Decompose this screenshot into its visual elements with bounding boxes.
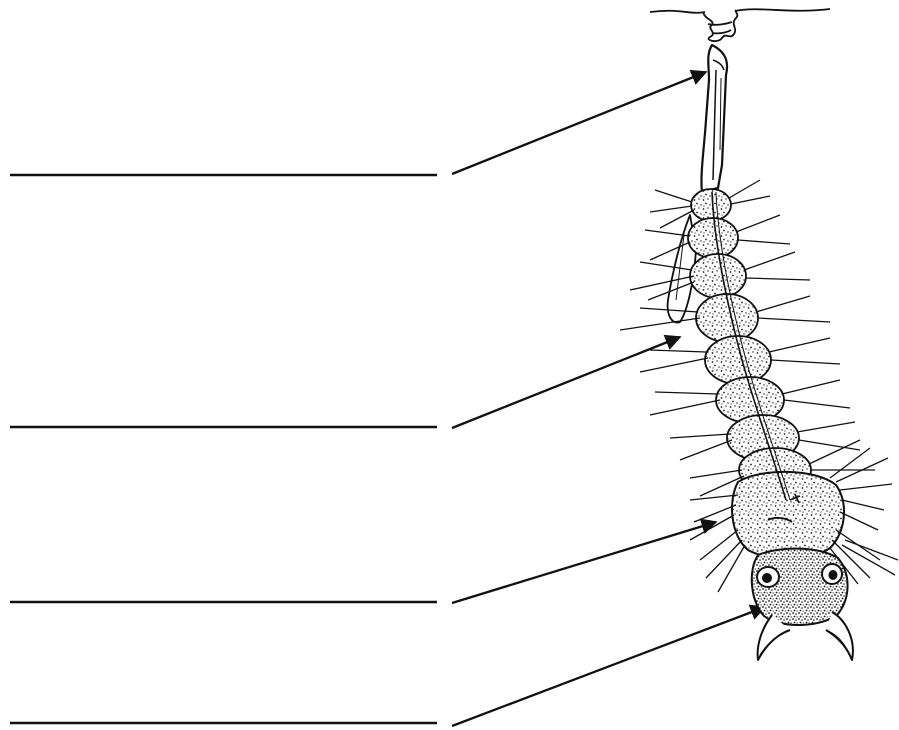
arrow-to-thorax xyxy=(452,522,716,603)
arrow-to-head xyxy=(452,607,765,726)
thorax xyxy=(732,472,844,559)
label-blanks xyxy=(10,175,437,723)
larva-illustration xyxy=(620,45,898,660)
abdomen-segments xyxy=(688,189,811,492)
water-surface xyxy=(650,9,830,41)
arrow-to-abdomen xyxy=(452,337,680,428)
arrow-to-siphon xyxy=(452,72,706,174)
